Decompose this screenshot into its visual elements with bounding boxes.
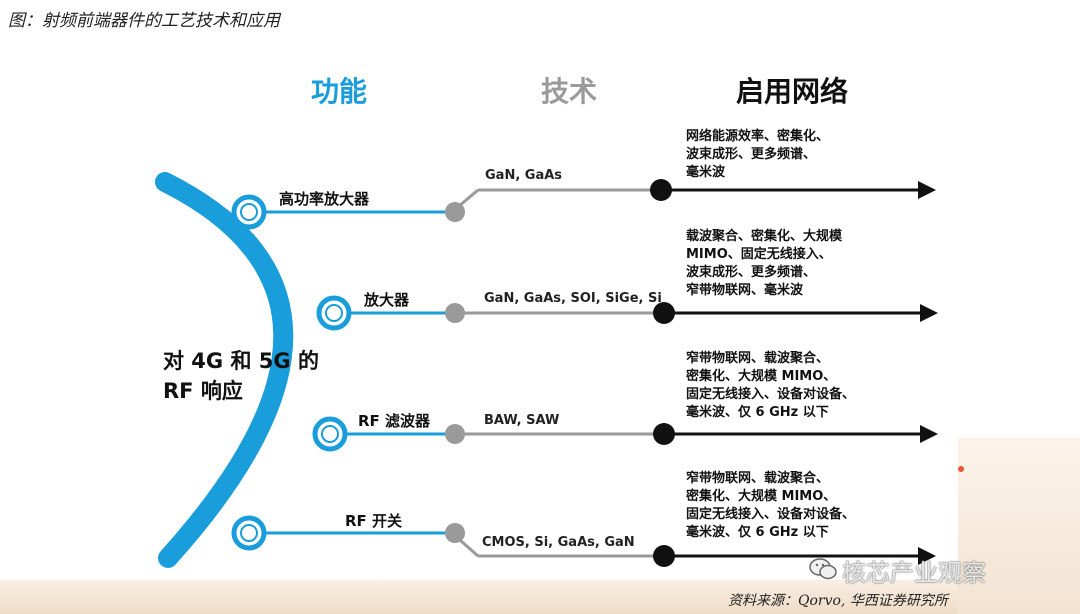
row-2-black-dot — [653, 302, 675, 324]
row-4-gray-dot — [445, 523, 465, 543]
source-note: 资料来源：Qorvo, 华西证券研究所 — [728, 593, 948, 609]
row-4-black-dot — [653, 545, 675, 567]
row-1-connectors — [231, 179, 936, 230]
row-1-function-label: 高功率放大器 — [279, 190, 370, 208]
blue-arc — [155, 172, 294, 568]
row-1-network-text: 网络能源效率、密集化、 波束成形、更多频谱、 毫米波 — [686, 129, 830, 180]
row-2-function-label: 放大器 — [364, 291, 410, 309]
watermark-text: 核芯产业观察 — [842, 559, 986, 587]
row-2-connectors — [316, 295, 938, 331]
row-2-arrowhead — [920, 304, 938, 322]
row-3-function-label: RF 滤波器 — [358, 412, 431, 430]
header-enabled-network: 启用网络 — [736, 75, 849, 108]
wechat-icon — [809, 558, 837, 580]
center-label-line2: RF 响应 — [163, 379, 243, 403]
row-2-network-text: 载波聚合、密集化、大规模 MIMO、固定无线接入、 波束成形、更多频谱、 窄带物… — [686, 229, 843, 298]
right-gradient-band — [958, 438, 1080, 614]
row-1-gray-dot — [445, 202, 465, 222]
row-3-gray-dot — [445, 424, 465, 444]
bottom-gradient-band — [0, 580, 1080, 614]
red-dot-mark — [958, 466, 964, 472]
row-2-gray-dot — [445, 303, 465, 323]
row-3-connectors — [312, 416, 938, 452]
center-label-line1: 对 4G 和 5G 的 — [163, 349, 319, 373]
header-function: 功能 — [311, 75, 368, 108]
row-4-network-text: 窄带物联网、载波聚合、 密集化、大规模 MIMO、 固定无线接入、设备对设备、 … — [686, 471, 856, 540]
row-1-black-dot — [650, 179, 672, 201]
row-3-network-text: 窄带物联网、载波聚合、 密集化、大规模 MIMO、 固定无线接入、设备对设备、 … — [686, 351, 856, 420]
row-4-technology-label: CMOS, Si, GaAs, GaN — [482, 535, 635, 550]
row-1-arrowhead — [918, 181, 936, 199]
row-4-arrowhead — [918, 547, 936, 565]
row-3-technology-label: BAW, SAW — [484, 413, 560, 428]
row-2-technology-label: GaN, GaAs, SOI, SiGe, Si — [484, 291, 662, 306]
header-technology: 技术 — [541, 75, 598, 108]
row-4-connectors — [231, 515, 936, 567]
figure-title: 图：射频前端器件的工艺技术和应用 — [8, 11, 280, 31]
row-4-function-label: RF 开关 — [345, 512, 403, 530]
row-1-technology-label: GaN, GaAs — [485, 168, 563, 183]
row-3-black-dot — [653, 423, 675, 445]
center-label: 对 4G 和 5G 的 RF 响应 — [163, 346, 319, 406]
row-3-arrowhead — [920, 425, 938, 443]
